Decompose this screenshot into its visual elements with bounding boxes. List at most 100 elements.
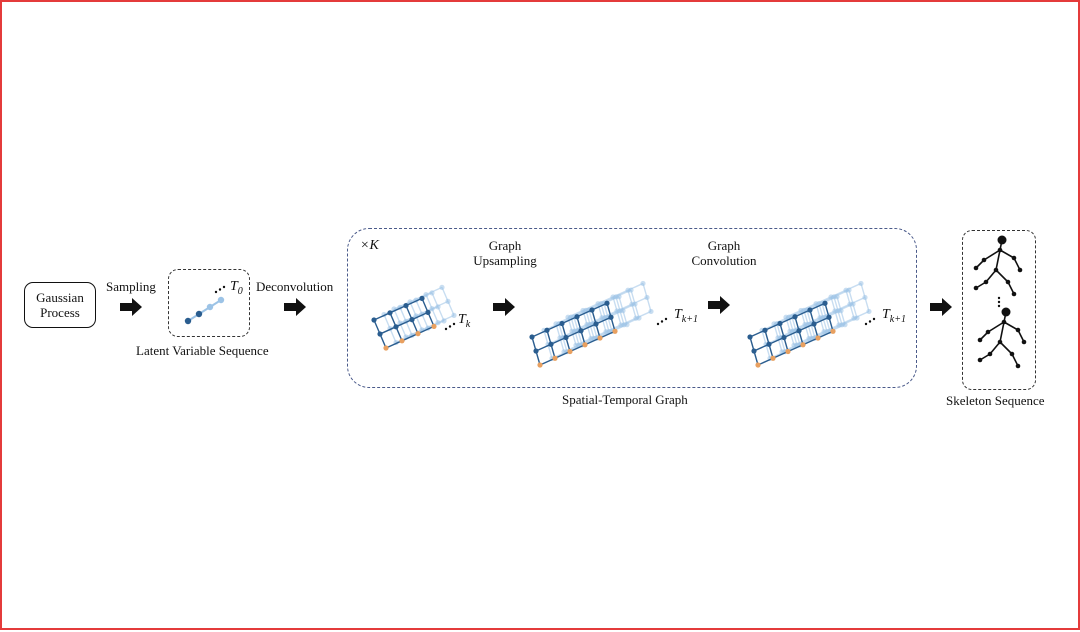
tk1-upsampled-graph-node <box>593 321 599 327</box>
skeleton-bottom-joint <box>1009 351 1015 357</box>
tk1-upsampled-graph-node <box>604 300 610 306</box>
tk1-convolved-graph-node <box>834 294 840 300</box>
tk-graph-edge <box>415 292 433 301</box>
tk-graph-node <box>393 324 399 330</box>
tk-graph-edge <box>379 326 397 335</box>
tk1-upsampled-graph-node <box>589 307 595 313</box>
tk-graph-edge <box>421 321 439 331</box>
ellipsis-dot <box>997 304 1001 308</box>
tk1-upsampled-graph-node <box>533 348 539 354</box>
tk1-symbol-upsampled: Tk+1 <box>674 307 698 325</box>
tk-graph-edge <box>395 334 413 344</box>
tk-graph-node <box>387 310 393 316</box>
tk1-convolved-graph-edge <box>813 316 830 325</box>
skeleton-bottom-bone <box>999 341 1013 355</box>
tk-graph-node <box>419 295 425 301</box>
skeleton-top-bone <box>999 249 1015 259</box>
tk-graph-node <box>445 298 451 304</box>
tk-graph-edge <box>421 306 439 315</box>
tk1-convolved-graph-node <box>826 314 832 320</box>
sampling-label: Sampling <box>106 279 156 294</box>
ellipsis-dot <box>222 285 226 289</box>
repeat-k-label: ×K <box>360 238 379 253</box>
tk-graph-node <box>377 331 383 337</box>
skeleton-bottom-bone <box>987 321 1005 333</box>
ellipsis-dot <box>444 327 448 331</box>
skeleton-top-bone <box>983 249 1001 261</box>
tk1-convolved-graph-node <box>800 342 806 348</box>
tk1-upsampled-graph-node <box>582 342 588 348</box>
tk1-upsampled-graph-node <box>648 308 654 315</box>
tk1-convolved-graph-edge <box>783 330 800 339</box>
spatial-temporal-graph-label: Spatial-Temporal Graph <box>562 392 688 407</box>
skeleton-top-bone <box>995 269 1009 283</box>
gaussian-process-label: Gaussian Process <box>36 290 84 320</box>
ellipsis-dot <box>448 325 452 328</box>
tk1-convolved-graph-node <box>762 327 768 333</box>
ellipsis-dot <box>218 288 222 291</box>
tk1-convolved-graph-node <box>842 322 848 328</box>
tk1-upsampled-graph-node <box>578 328 584 334</box>
skeleton-top-joint <box>973 285 979 291</box>
tk1-upsampled-graph-node <box>628 287 634 293</box>
tk1-upsampled-graph-edge <box>595 316 612 325</box>
tk1-upsampled-graph-edge <box>535 343 552 352</box>
tk1-convolved-graph-edge <box>798 323 815 332</box>
tk1-convolved-graph-node <box>807 307 813 313</box>
graph-convolution-label: Graph Convolution <box>691 238 757 268</box>
tk1-upsampled-graph-edge <box>554 350 571 359</box>
tk1-upsampled-graph-node <box>544 327 550 333</box>
latent-node <box>184 317 192 325</box>
skeleton-bottom-joint <box>1001 307 1011 317</box>
tk-graph-edge <box>389 320 407 330</box>
tk1-convolved-graph-node <box>755 362 761 368</box>
tk1-convolved-graph-edge <box>772 350 789 359</box>
tk-graph-edge <box>405 297 423 307</box>
tk1-upsampled-graph-node <box>608 314 614 320</box>
tk-graph-node <box>371 317 377 323</box>
tk1-convolved-graph-node <box>792 314 798 320</box>
tk1-symbol-convolved: Tk+1 <box>882 307 906 325</box>
tk1-convolved-graph-node <box>846 287 852 293</box>
tk-graph-edge <box>405 313 423 322</box>
skeleton-top-joint <box>981 257 987 263</box>
skeleton-bottom-bone <box>1003 321 1019 331</box>
tk1-convolved-graph-edge <box>779 316 796 325</box>
tk1-convolved-graph-node <box>850 301 856 307</box>
tk1-upsampled-graph-edge <box>576 309 593 318</box>
skeleton-sequence-label: Skeleton Sequence <box>946 393 1045 408</box>
tk1-convolved-graph-node <box>866 308 872 315</box>
tk-graph-edge <box>399 315 417 324</box>
latent-node <box>195 310 203 318</box>
tk1-upsampled-graph-node <box>574 314 580 320</box>
tk1-upsampled-graph-edge <box>539 357 556 366</box>
tk-graph-node <box>403 303 409 309</box>
tk1-upsampled-graph-edge <box>565 330 582 339</box>
tk1-convolved-graph-edge <box>794 309 811 318</box>
skeleton-bottom-joint <box>1001 319 1007 325</box>
skeleton-bottom-bone <box>999 321 1005 343</box>
skeleton-top-joint <box>997 247 1003 253</box>
ellipsis-dot <box>214 290 218 294</box>
tk1-convolved-graph-edge <box>757 357 774 366</box>
tk1-convolved-graph-edge <box>809 302 826 311</box>
tk1-upsampled-graph-node <box>616 294 622 300</box>
tk1-upsampled-graph-node <box>632 301 638 307</box>
tk1-convolved-graph-edge <box>768 336 785 345</box>
tk1-convolved-graph-edge <box>749 329 766 338</box>
output-arrow <box>930 298 952 316</box>
tk1-convolved-graph-edge <box>787 344 804 353</box>
ellipsis-dot <box>872 317 876 321</box>
tk1-convolved-graph-node <box>747 334 753 340</box>
tk1-upsampled-graph-node <box>559 320 565 327</box>
upsampling-arrow <box>493 298 515 316</box>
tk-graph-edge <box>373 312 391 321</box>
skeleton-bottom-joint <box>1021 339 1027 345</box>
skeleton-bottom-joint <box>1015 327 1021 333</box>
ellipsis-dot <box>997 300 1001 304</box>
skeleton-bottom-joint <box>977 357 983 363</box>
tk1-upsampled-graph-node <box>636 315 642 321</box>
skeleton-bottom-joint <box>987 351 993 357</box>
